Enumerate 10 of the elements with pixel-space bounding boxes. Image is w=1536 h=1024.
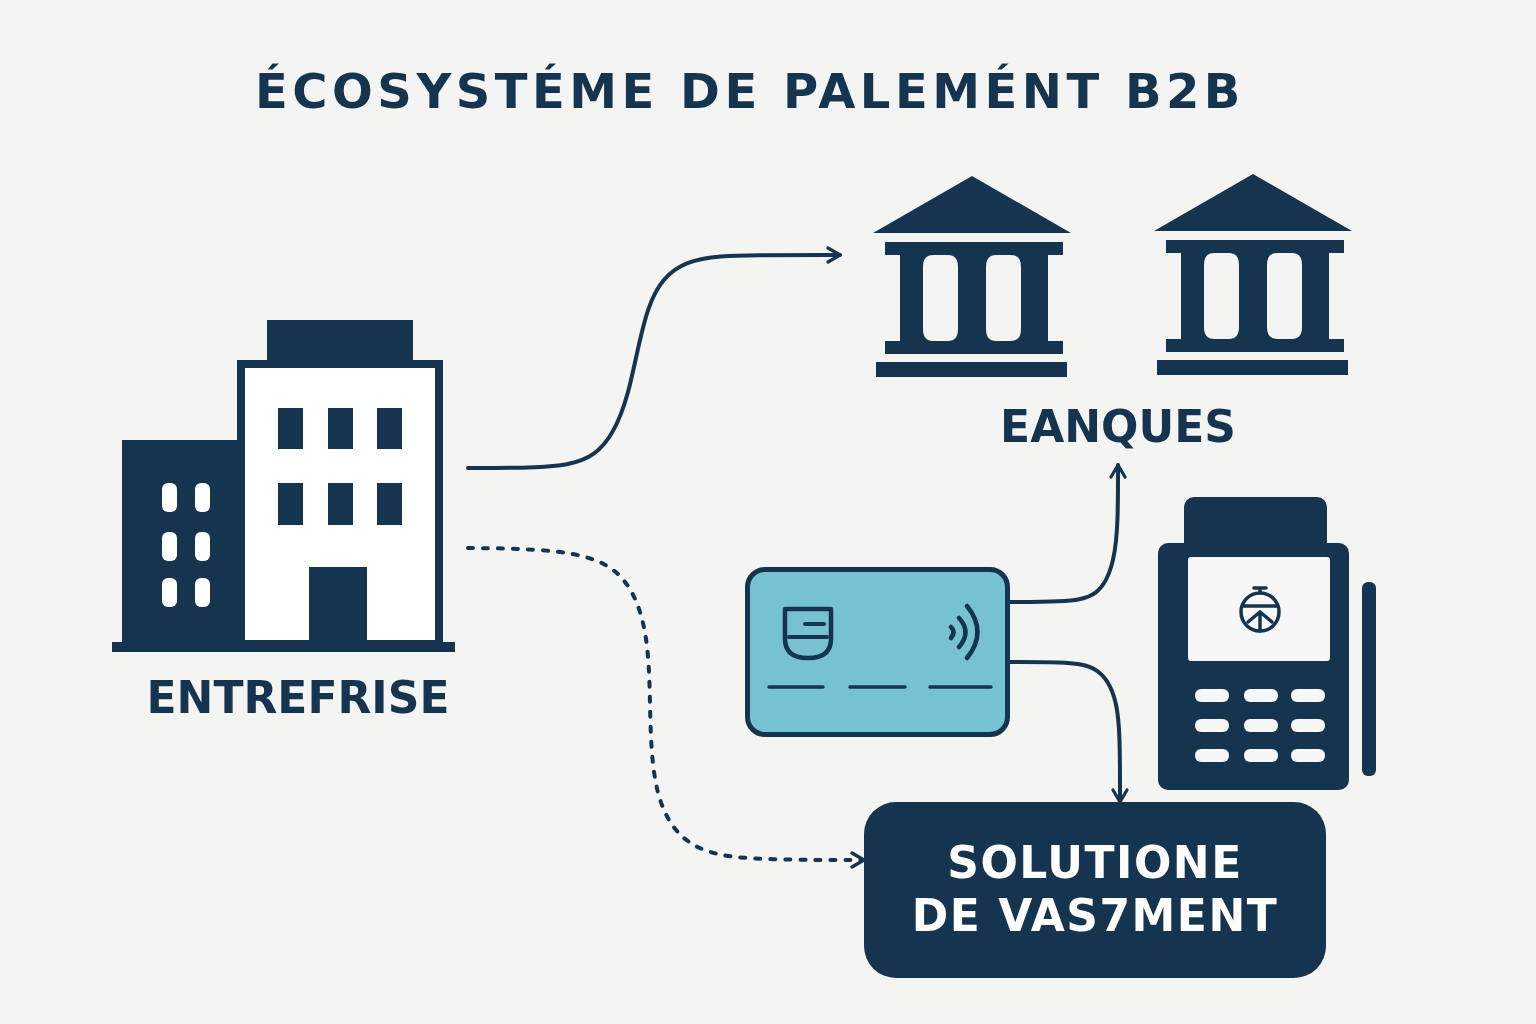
arrow <box>1008 463 1127 604</box>
node-label: ENTREFRISE <box>146 673 450 724</box>
dotted-arrow <box>466 546 866 869</box>
arrow <box>1008 660 1129 804</box>
node-label: SOLUTIONE DE VAS7MENT <box>911 837 1279 943</box>
node-label: EANQUES <box>1000 402 1236 453</box>
arrow <box>466 246 842 470</box>
diagram-title: ÉCOSYSTÉME DE PALEMÉNT B2B <box>255 64 1245 120</box>
solution-box <box>864 802 1326 978</box>
payment-card <box>745 567 1010 737</box>
